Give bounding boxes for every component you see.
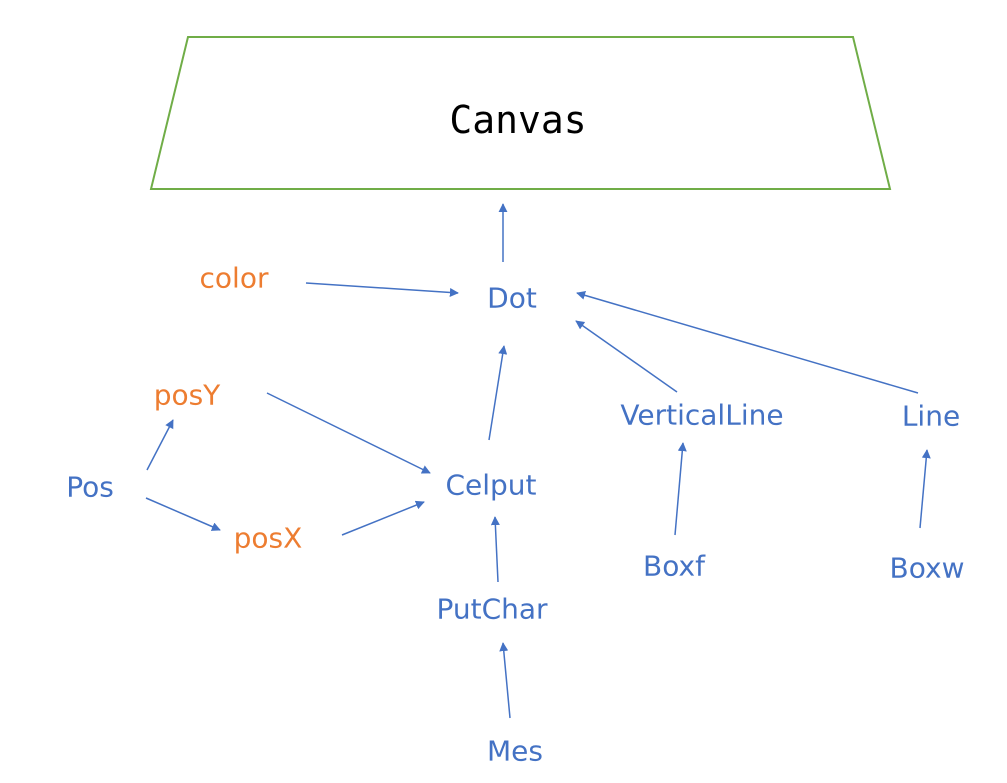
edge-posx-to-celput bbox=[341, 500, 425, 536]
canvas-label: Canvas bbox=[449, 98, 586, 142]
edge-verticalline-to-dot bbox=[575, 320, 678, 393]
node-posx: posX bbox=[234, 522, 303, 555]
edge-pos-to-posy bbox=[146, 419, 174, 471]
node-mes: Mes bbox=[487, 735, 543, 768]
canvas-shape bbox=[149, 36, 892, 190]
edge-celput-to-dot bbox=[488, 345, 508, 441]
node-posy: posY bbox=[154, 379, 221, 412]
node-dot: Dot bbox=[487, 282, 537, 315]
edges bbox=[145, 203, 931, 719]
canvas-node: Canvas bbox=[149, 36, 892, 190]
edge-posy-to-celput bbox=[266, 392, 431, 474]
edge-pos-to-posx bbox=[145, 497, 221, 531]
edge-boxw-to-line bbox=[919, 449, 931, 529]
edge-line-to-dot bbox=[576, 290, 919, 394]
node-putchar: PutChar bbox=[436, 593, 548, 626]
node-pos: Pos bbox=[66, 471, 114, 504]
node-line: Line bbox=[902, 400, 960, 433]
edge-boxf-to-verticalline bbox=[674, 442, 687, 536]
edge-mes-to-putchar bbox=[499, 642, 511, 719]
node-color: color bbox=[200, 262, 269, 295]
node-boxf: Boxf bbox=[643, 550, 706, 583]
node-celput: Celput bbox=[445, 469, 536, 502]
edge-putchar-to-celput bbox=[490, 516, 500, 583]
node-verticalline: VerticalLine bbox=[620, 399, 783, 432]
node-boxw: Boxw bbox=[890, 552, 965, 585]
edge-color-to-dot bbox=[305, 282, 459, 297]
nodes: Dot color posY Pos posX Celput PutChar M… bbox=[66, 262, 964, 768]
